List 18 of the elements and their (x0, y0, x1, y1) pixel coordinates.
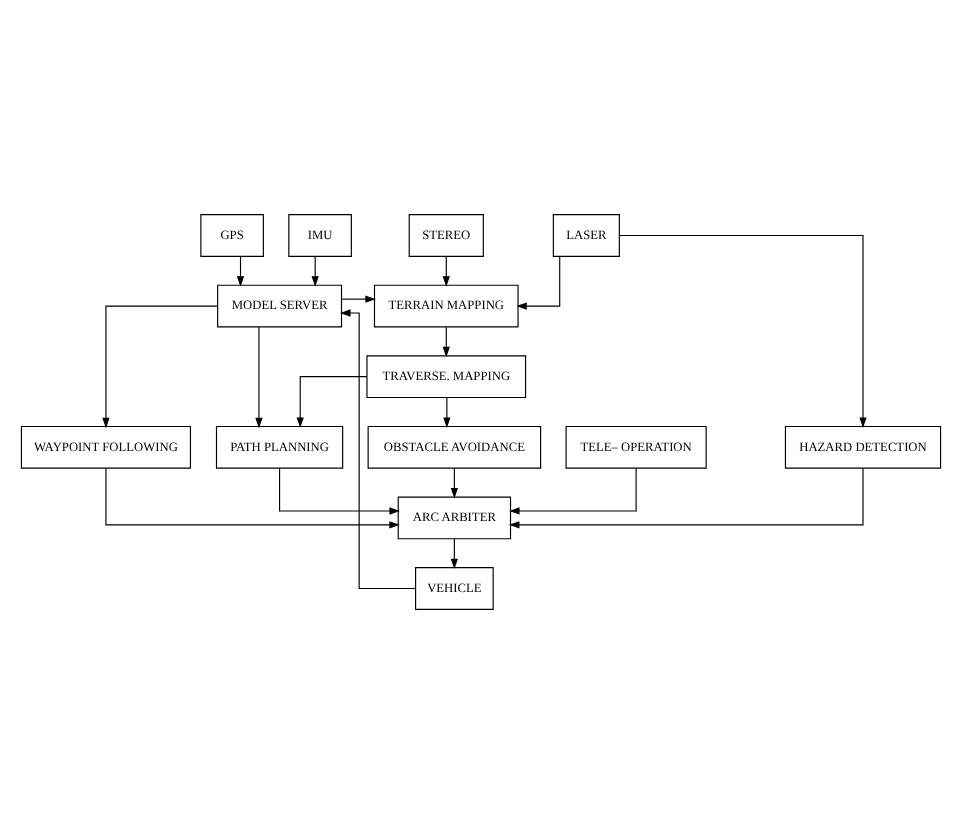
arrow (296, 375, 368, 427)
arrow (236, 255, 245, 286)
arrow (443, 396, 451, 427)
arrow (509, 466, 637, 514)
arrow (102, 304, 218, 428)
arrow (450, 466, 459, 498)
arrow (105, 466, 400, 528)
arrow (311, 255, 319, 286)
arrow (442, 255, 450, 286)
arrow (450, 537, 459, 569)
arrow (279, 466, 400, 514)
arrow (341, 294, 376, 302)
arrow (442, 325, 450, 357)
arrow (255, 325, 263, 428)
arrow (509, 466, 864, 528)
arrow (619, 233, 867, 427)
arrow (340, 308, 416, 589)
arrow (516, 255, 561, 309)
